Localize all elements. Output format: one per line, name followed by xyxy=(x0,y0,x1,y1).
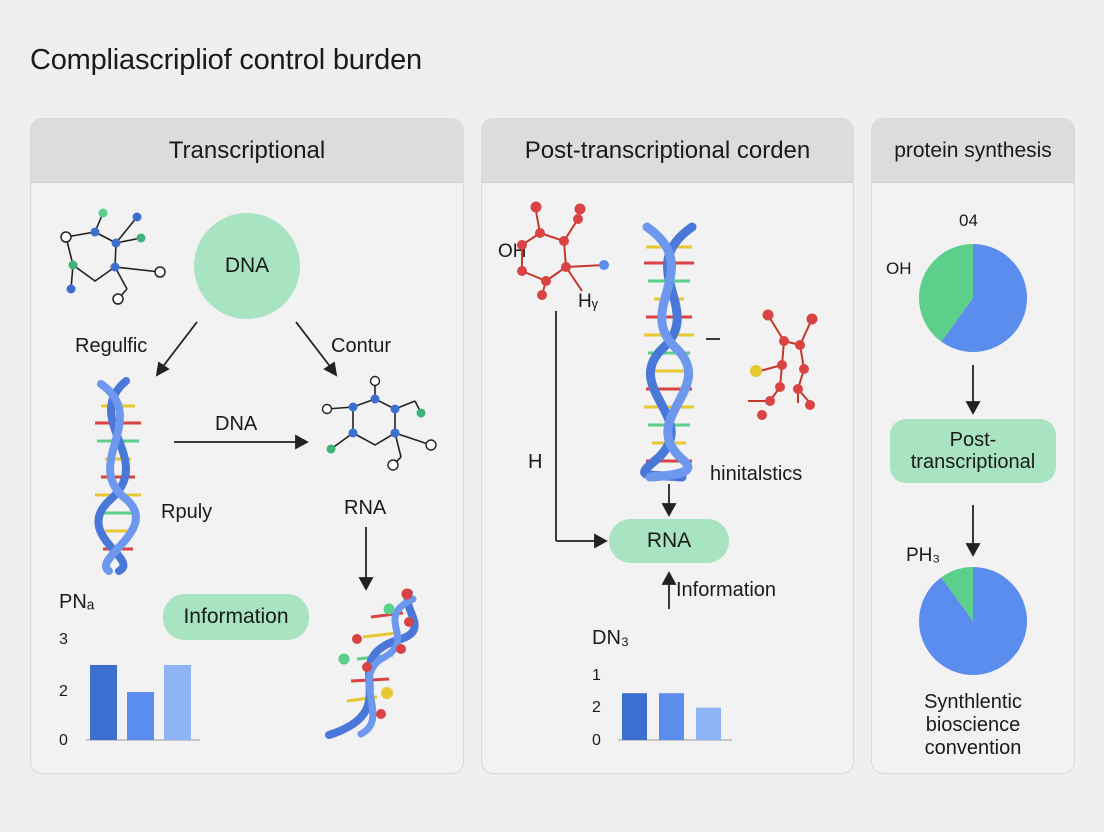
molecule-icon xyxy=(748,314,813,404)
rpuly-label: Rpuly xyxy=(161,501,213,523)
dna-node: DNA xyxy=(194,213,300,319)
y-tick-label: 0 xyxy=(592,732,601,749)
y-tick-label: 0 xyxy=(59,732,68,749)
post-transcriptional-header: Post-transcriptional corden xyxy=(482,119,853,183)
hy-label: Hᵧ xyxy=(578,291,598,312)
molecule-icon xyxy=(65,212,161,300)
twisted-dna-icon xyxy=(325,588,419,739)
y-tick-label: 3 xyxy=(59,631,68,648)
arrow-icon xyxy=(155,321,374,591)
molecule-icon xyxy=(326,381,432,466)
pie-chart-1 xyxy=(919,244,1027,352)
bar-chart-1 xyxy=(86,665,200,741)
pie2-label: PH₃ xyxy=(906,545,941,566)
chart-title: PNₐ xyxy=(59,591,95,613)
bar xyxy=(90,665,117,740)
post-transcriptional-pill: Post-transcriptional xyxy=(890,419,1056,483)
dna-helix-icon xyxy=(94,377,141,575)
molecule-atoms-icon xyxy=(60,208,166,305)
bar xyxy=(164,665,191,740)
footer-label: Synthlentic bioscience convention xyxy=(924,691,1022,759)
pie-slice xyxy=(941,567,973,621)
helix-arrow-label: DNA xyxy=(215,413,258,435)
transcriptional-header: Transcriptional xyxy=(31,119,463,183)
post-transcriptional-panel: Post-transcriptional corden OH Hᵧ H hini… xyxy=(481,118,854,774)
protein-synthesis-panel: protein synthesis 04 OH Post-transcripti… xyxy=(871,118,1075,774)
pie-slice xyxy=(941,244,1027,352)
helix-label: hinitalstics xyxy=(710,463,803,485)
arrow-icon xyxy=(555,311,720,609)
molecule-atoms-icon xyxy=(321,375,437,471)
pie-top-label: 04 xyxy=(959,211,978,230)
bar xyxy=(659,693,684,740)
y-tick-label: 1 xyxy=(592,667,601,684)
protein-synthesis-header: protein synthesis xyxy=(872,119,1074,183)
dna-helix-icon xyxy=(640,222,697,482)
regulfic-label: Regulfic xyxy=(75,335,148,357)
molecule-icon xyxy=(521,210,605,296)
rna-label: RNA xyxy=(344,497,387,519)
bar xyxy=(696,707,721,740)
rna-pill: RNA xyxy=(609,519,729,563)
bar-chart-2 xyxy=(618,693,732,741)
pie-slice xyxy=(919,567,1027,675)
y-tick-label: 2 xyxy=(592,699,601,716)
y-tick-label: 2 xyxy=(59,683,68,700)
oh-label: OH xyxy=(498,241,527,262)
transcriptional-panel: Transcriptional DNA Regulfic Contur DNA … xyxy=(30,118,464,774)
information-pill: Information xyxy=(163,594,309,640)
bar xyxy=(622,693,647,740)
pie-slice xyxy=(919,244,973,342)
molecule-atoms-icon xyxy=(750,309,818,420)
page-title: Compliascripliof control burden xyxy=(30,44,422,76)
post-transcriptional-graphics xyxy=(517,201,818,741)
h-label: H xyxy=(528,451,543,473)
pie-left-label: OH xyxy=(886,259,912,278)
information-label: Information xyxy=(676,579,777,601)
molecule-atoms-icon xyxy=(517,201,609,300)
chart-title: DN₃ xyxy=(592,627,630,649)
contur-label: Contur xyxy=(331,335,392,357)
bar xyxy=(127,692,154,740)
pie-chart-2 xyxy=(919,567,1027,675)
